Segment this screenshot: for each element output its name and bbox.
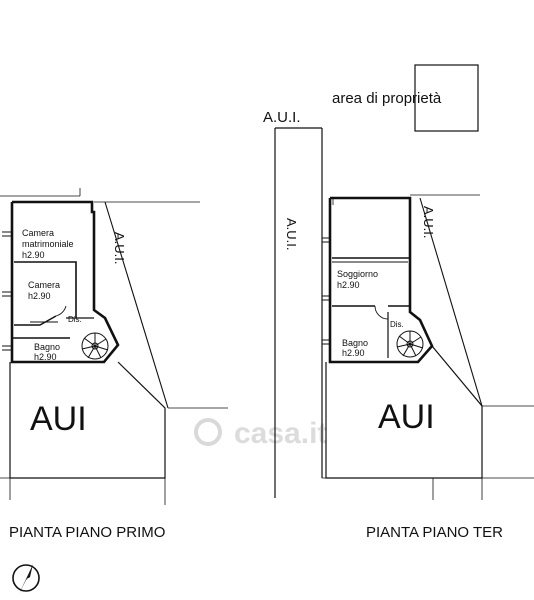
spiral-stair-ground-floor [396, 330, 424, 358]
room-height-bagno-ground: h2.90 [342, 348, 365, 358]
property-area-label: area di proprietà [332, 90, 442, 107]
room-label-dis: Dis. [68, 315, 82, 324]
watermark-text: casa.it [234, 417, 327, 450]
watermark: casa.it [194, 417, 327, 450]
room-label-dis-ground: Dis. [390, 320, 404, 329]
caption-first-floor: PIANTA PIANO PRIMO [9, 524, 165, 541]
room-height-camera-matrimoniale: h2.90 [22, 250, 45, 260]
room-label-camera-matrimoniale: Camera [22, 228, 54, 238]
ground-floor-room-labels: Soggiorno h2.90 Dis. Bagno h2.90 [337, 269, 404, 358]
spiral-stair-first-floor [81, 332, 109, 360]
room-label-bagno-ground: Bagno [342, 338, 368, 348]
aui-top-label: A.U.I. [263, 109, 301, 126]
room-height-soggiorno: h2.90 [337, 280, 360, 290]
room-label-soggiorno: Soggiorno [337, 269, 378, 279]
caption-ground-floor: PIANTA PIANO TER [366, 524, 503, 541]
aui-big-left-label: AUI [30, 400, 87, 438]
room-label-camera: Camera [28, 280, 60, 290]
ground-floor-plan [322, 194, 534, 500]
central-aui-strip [274, 127, 323, 498]
aui-vertical-right-label: A.U.I. [421, 206, 436, 239]
room-height-bagno: h2.90 [34, 352, 57, 362]
room-label-bagno: Bagno [34, 342, 60, 352]
room-height-camera: h2.90 [28, 291, 51, 301]
aui-vertical-mid-label: A.U.I. [284, 218, 299, 251]
room-label-camera-matrimoniale-2: matrimoniale [22, 239, 74, 249]
property-area [414, 64, 479, 132]
first-floor-room-labels: Camera matrimoniale h2.90 Camera h2.90 D… [22, 228, 82, 362]
aui-vertical-left-label: A.U.I. [112, 232, 127, 265]
compass-letter: N [27, 577, 33, 586]
aui-big-right-label: AUI [378, 398, 435, 436]
first-floor-plan [0, 188, 228, 505]
north-arrow-icon: N [12, 564, 40, 594]
